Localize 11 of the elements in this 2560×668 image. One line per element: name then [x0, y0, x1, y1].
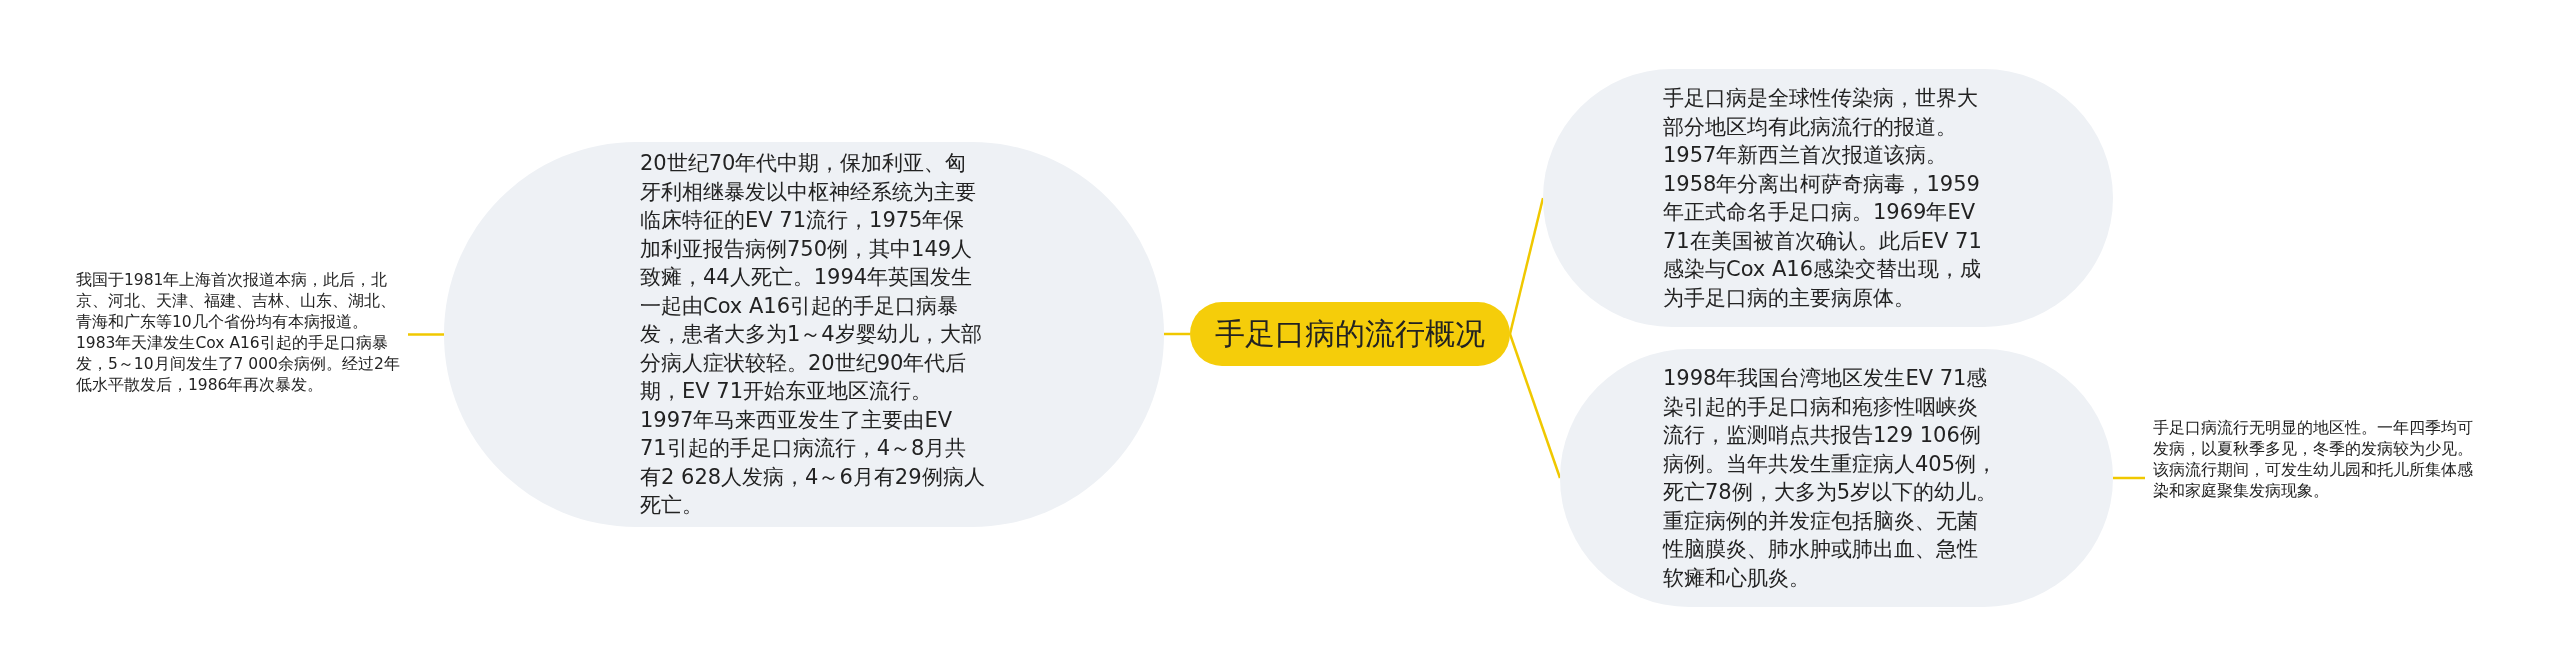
text-bubble: 1998年我国台湾地区发生EV 71感染引起的手足口病和疱疹性咽峡炎流行，监测哨点共报告129 106例病例。当年共发生重症病人405例，死亡78例，大多为5岁以下的幼儿。重症病例的并发症包括脑炎、无菌性脑膜炎、肺水肿或肺出血、急性软瘫和心肌炎。: [1560, 349, 2113, 607]
connector-line: [408, 333, 444, 336]
connector-line: [1508, 197, 1545, 335]
note-text: 我国于1981年上海首次报道本病，此后，北京、河北、天津、福建、吉林、山东、湖北、青海和广东等10几个省份均有本病报道。1983年天津发生Cox A16引起的手足口病暴发，5～10月间发生了7 000余病例。经过2年低水平散发后，1986年再次暴发。: [76, 270, 404, 400]
text-bubble: 手足口病是全球性传染病，世界大部分地区均有此病流行的报道。1957年新西兰首次报道该病。1958年分离出柯萨奇病毒，1959年正式命名手足口病。1969年EV 71在美国被首次确认。此后EV 71感染与Cox A16感染交替出现，成为手足口病的主要病原体。: [1543, 69, 2113, 327]
connector-line: [2113, 476, 2145, 480]
text-bubble: 20世纪70年代中期，保加利亚、匈牙利相继暴发以中枢神经系统为主要临床特征的EV 71流行，1975年保加利亚报告病例750例，其中149人致瘫，44人死亡。1994年英国发生一起由Cox A16引起的手足口病暴发，患者大多为1～4岁婴幼儿，大部分病人症状较轻。20世纪90年代后期，EV 71开始东亚地区流行。1997年马来西亚发生了主要由EV 71引起的手足口病流行，4～8月共有2 628人发病，4～6月有29例病人死亡。: [444, 142, 1164, 527]
connector-line: [1164, 332, 1190, 336]
connector-line: [1508, 333, 1562, 479]
topic-pill: 手足口病的流行概况: [1190, 302, 1510, 366]
note-text: 手足口病流行无明显的地区性。一年四季均可发病，以夏秋季多见，冬季的发病较为少见。该病流行期间，可发生幼儿园和托儿所集体感染和家庭聚集发病现象。: [2153, 418, 2488, 538]
